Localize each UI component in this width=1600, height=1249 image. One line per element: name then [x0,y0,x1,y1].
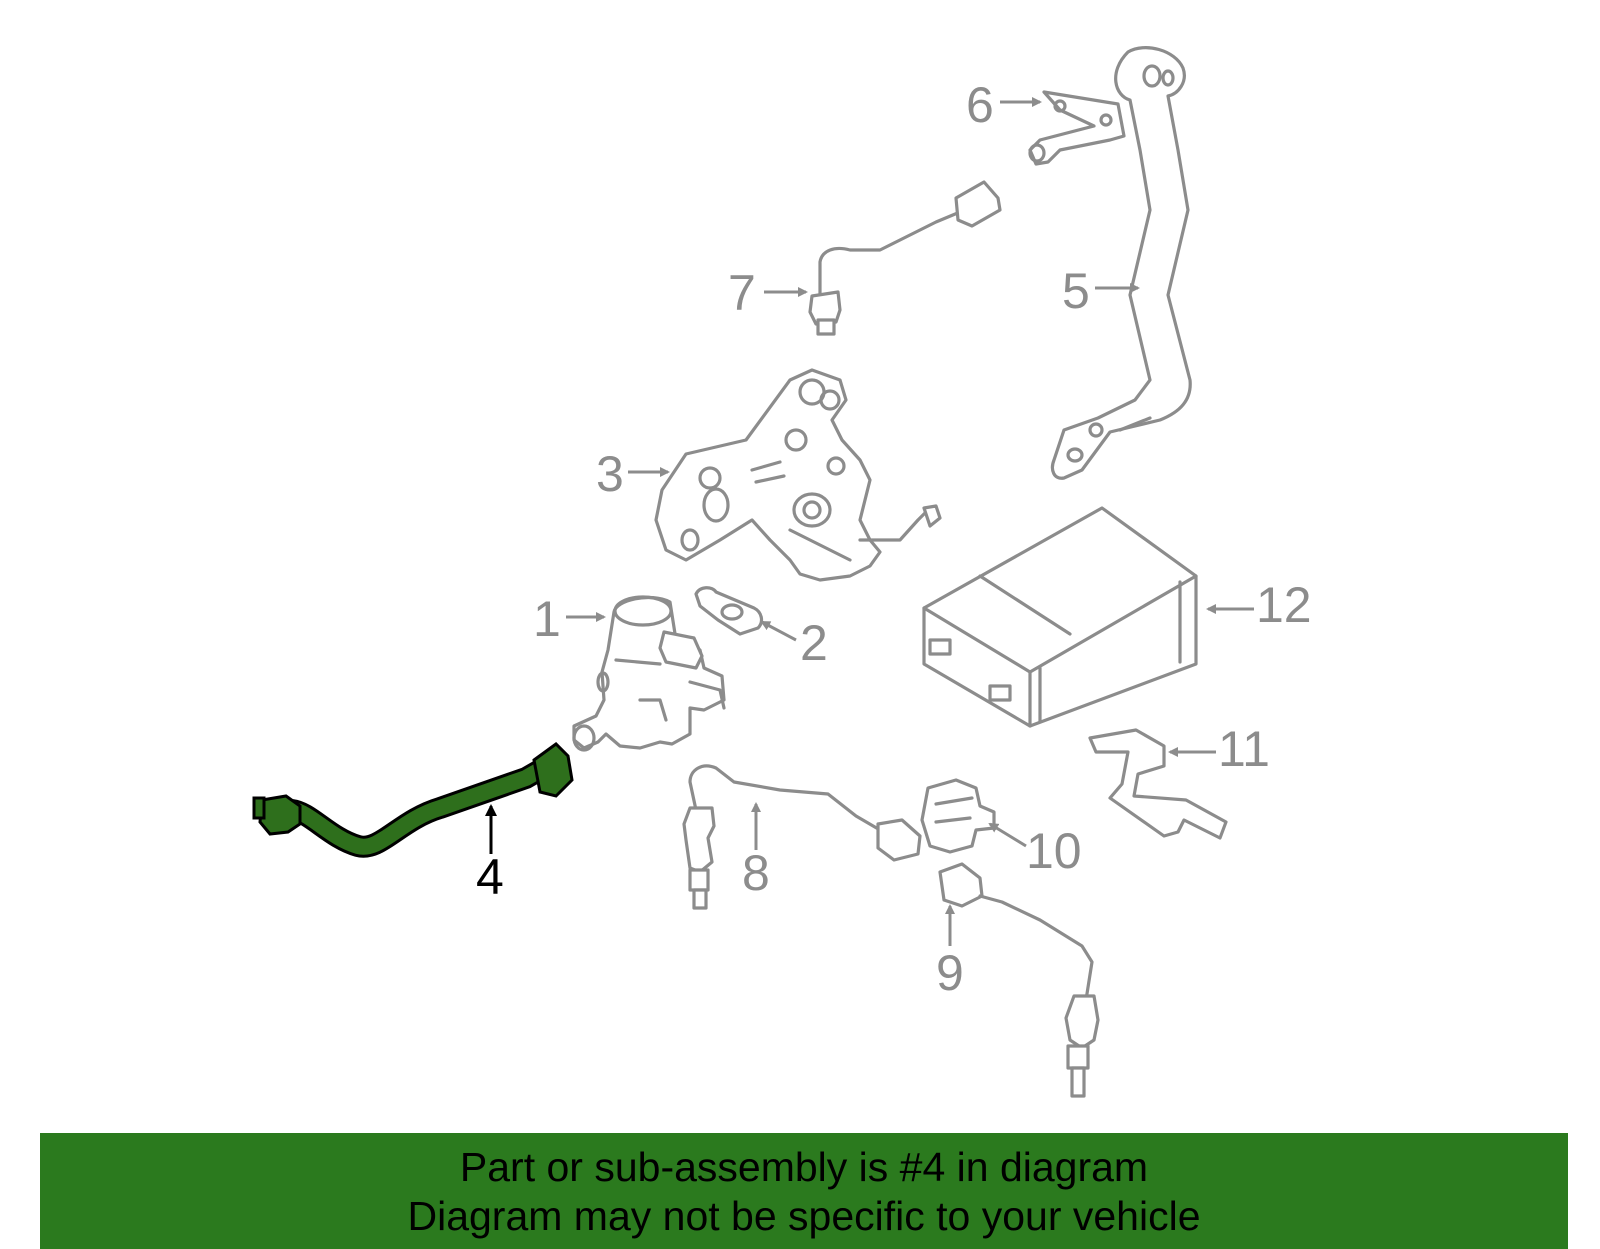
banner-line-disclaimer: Diagram may not be specific to your vehi… [407,1193,1201,1239]
callout-3: 3 [596,446,670,502]
callout-label-10: 10 [1026,823,1082,879]
part-10-connector[interactable] [920,778,996,854]
banner-line-part-number: Part or sub-assembly is #4 in diagram [459,1144,1149,1190]
callout-label-12: 12 [1256,577,1312,633]
part-5-pipe[interactable] [1050,46,1192,480]
info-banner: Part or sub-assembly is #4 in diagram Di… [40,1133,1568,1249]
callout-8: 8 [742,802,770,901]
callout-11: 11 [1168,721,1270,777]
callout-9: 9 [936,904,964,1001]
part-2-gasket[interactable] [694,586,764,636]
callout-1: 1 [533,591,606,647]
callout-label-5: 5 [1062,263,1090,319]
callout-12: 12 [1206,577,1312,633]
callout-label-2: 2 [800,615,828,671]
part-6-bracket[interactable] [1028,90,1126,166]
callout-label-7: 7 [728,265,756,321]
callout-5: 5 [1062,263,1140,319]
callout-4: 4 [476,804,504,905]
part-3-bracket-assembly[interactable] [654,368,942,582]
callout-10: 10 [988,822,1082,879]
callout-6: 6 [966,77,1042,133]
part-11-bracket[interactable] [1088,728,1228,840]
part-7-sensor[interactable] [808,180,1002,336]
part-8-sensor[interactable] [682,764,922,910]
callout-label-11: 11 [1218,721,1270,777]
callout-label-9: 9 [936,945,964,1001]
part-12-canister[interactable] [922,506,1198,728]
callout-label-1: 1 [533,591,561,647]
part-9-sensor[interactable] [938,862,1100,1098]
callout-label-8: 8 [742,845,770,901]
callout-label-3: 3 [596,446,624,502]
part-1-valve[interactable] [572,595,726,752]
callout-label-6: 6 [966,77,994,133]
callout-label-4: 4 [476,849,504,905]
callout-2: 2 [760,615,828,671]
part-4-pipe-highlighted[interactable] [252,742,574,858]
callout-7: 7 [728,265,808,321]
